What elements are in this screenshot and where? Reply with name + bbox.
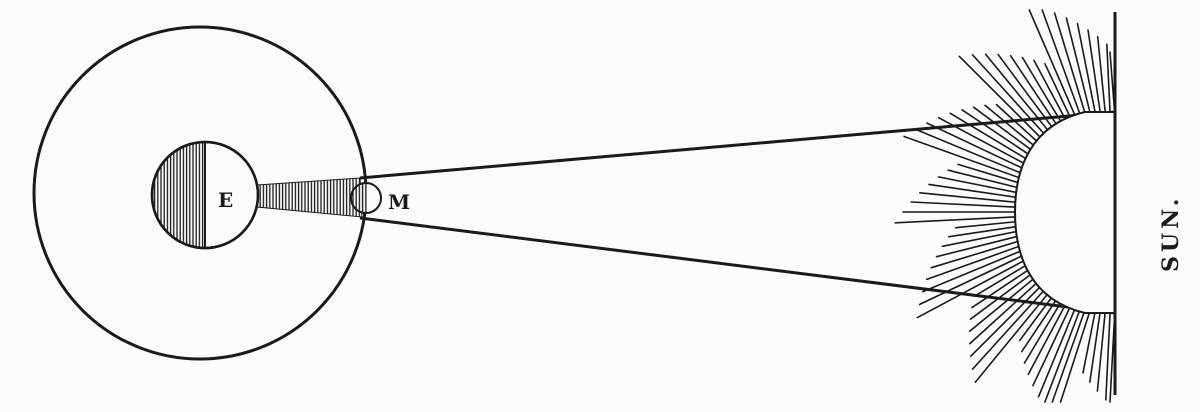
sun-ray	[1018, 290, 1058, 342]
sun-ray	[1033, 59, 1070, 126]
sun-ray	[1044, 304, 1083, 403]
sun-ray	[984, 53, 1056, 139]
moon	[350, 182, 382, 214]
moon-shadow-cone	[256, 177, 363, 218]
sun-ray	[969, 269, 1038, 321]
sun-ray	[1076, 22, 1097, 117]
sun-ray	[1089, 306, 1102, 383]
sun-ray	[947, 225, 1018, 238]
sun-ray	[971, 285, 1049, 370]
sun-ray	[1087, 29, 1102, 119]
sun-ray	[1027, 298, 1070, 376]
sun-ray	[925, 243, 1026, 281]
sun-ray	[903, 135, 1026, 181]
sun-ray	[968, 275, 1045, 345]
sun-ray	[1044, 62, 1075, 126]
lower-shadow-line	[359, 216, 1116, 315]
sun-ray	[941, 229, 1023, 248]
sun-ray	[1096, 308, 1107, 392]
sun-ray	[973, 261, 1031, 298]
sun-ray	[1096, 35, 1107, 114]
sun-ray	[971, 263, 1037, 309]
sun-ray	[984, 104, 1040, 151]
sun-ray	[921, 248, 1025, 293]
sun-ray	[928, 183, 1019, 199]
sun-ray	[971, 54, 1051, 141]
sun-rays	[894, 9, 1116, 403]
sun-ray	[1065, 17, 1092, 116]
sun-ray	[972, 106, 1036, 153]
sun-ray	[1082, 309, 1097, 374]
sun-ray	[954, 220, 1020, 229]
sun-ray	[969, 280, 1047, 358]
sun-disk	[1013, 111, 1116, 314]
sun-ray	[974, 285, 1055, 383]
sun-ray	[910, 201, 1020, 209]
sun-ray	[1023, 294, 1067, 364]
moon-label: M	[388, 190, 410, 214]
sun-ray	[1020, 294, 1060, 353]
sun-ray	[1032, 297, 1076, 387]
sun-ray	[1028, 9, 1078, 120]
earth-label: E	[218, 188, 233, 212]
sun-ray	[935, 234, 1022, 258]
sun-ray	[1041, 9, 1083, 121]
sun-ray	[1053, 12, 1088, 121]
sun-ray	[914, 128, 1025, 175]
sun-ray	[1106, 43, 1111, 116]
sun-ray	[918, 254, 1025, 306]
sun-ray	[894, 215, 1021, 224]
sun-ray	[997, 53, 1057, 133]
sun-ray	[949, 112, 1031, 162]
sun-ray	[919, 192, 1016, 203]
sun-ray	[926, 122, 1028, 172]
sun-ray	[1021, 56, 1067, 132]
sun-ray	[1105, 311, 1111, 401]
sun-ray	[937, 176, 1022, 195]
sun-ray	[1059, 305, 1093, 403]
sun-ray	[937, 116, 1032, 168]
sun-ray	[957, 163, 1023, 185]
sun-ray	[961, 109, 1036, 160]
sun-ray	[1009, 54, 1062, 132]
sun-label: SUN.	[1158, 195, 1184, 272]
sun-ray	[947, 169, 1019, 189]
sun-ray	[916, 256, 1031, 319]
sun-ray	[1037, 300, 1079, 398]
upper-shadow-line	[359, 110, 1116, 180]
earth	[150, 140, 260, 250]
sun-ray	[1051, 302, 1089, 403]
sun-ray	[930, 240, 1021, 269]
sun-ray	[968, 274, 1039, 333]
sun-ray	[958, 55, 1046, 143]
